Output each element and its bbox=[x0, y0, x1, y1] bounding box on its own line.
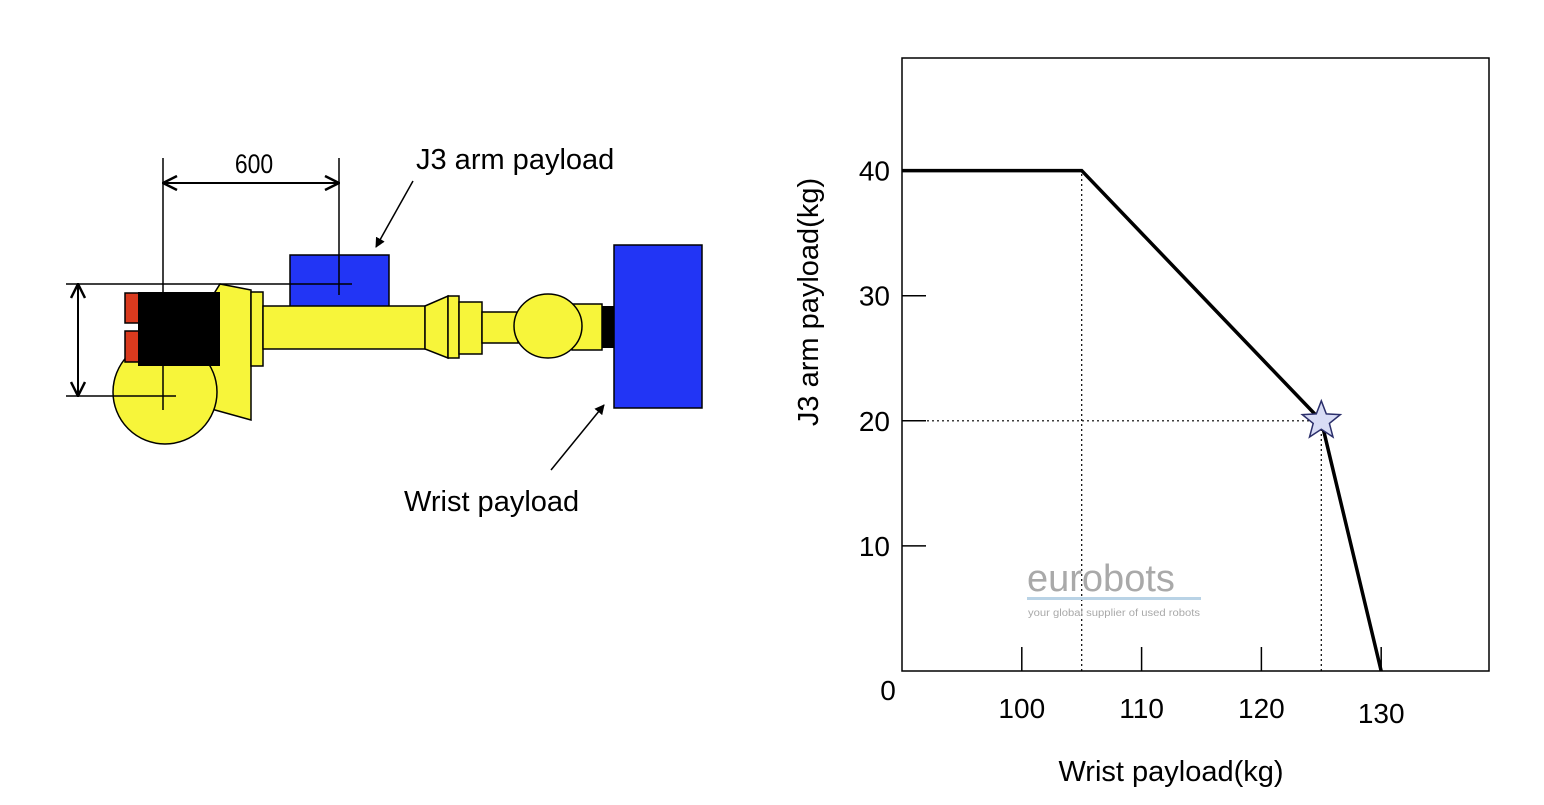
robot-diagram: 600 J3 arm payload Wrist payload bbox=[66, 144, 703, 518]
wrist-callout-arrow bbox=[550, 404, 605, 471]
robot-collar-2 bbox=[458, 301, 483, 355]
highlight-group bbox=[1300, 398, 1343, 439]
watermark-tagline: your global supplier of used robots bbox=[1028, 608, 1200, 619]
reference-lines bbox=[902, 170, 1322, 671]
robot-wrist-joint bbox=[513, 293, 583, 359]
x-axis-title: Wrist payload(kg) bbox=[1058, 756, 1283, 788]
x-axis-ticks: 100 110 120 130 bbox=[998, 647, 1405, 729]
robot-flange bbox=[602, 306, 614, 348]
y-tick-label-20: 20 bbox=[859, 406, 890, 437]
payload-chart: 100 110 120 130 10 20 30 40 0 Wrist payload(kg… bbox=[793, 57, 1490, 788]
y-tick-label-40: 40 bbox=[859, 156, 890, 187]
watermark-underline bbox=[1027, 597, 1201, 600]
y-tick-label-30: 30 bbox=[859, 281, 890, 312]
series-group bbox=[902, 168, 1383, 672]
j3-arm-payload-label: J3 arm payload bbox=[416, 144, 614, 176]
robot-motor-block bbox=[138, 292, 220, 366]
motor-lower bbox=[124, 330, 140, 363]
robot-wrist-link bbox=[481, 311, 519, 344]
y-axis-title: J3 arm payload(kg) bbox=[793, 178, 825, 426]
robot-forearm bbox=[262, 305, 426, 350]
y-axis-ticks: 10 20 30 40 bbox=[859, 156, 926, 562]
highlight-star-marker bbox=[1300, 398, 1343, 439]
motor-upper bbox=[124, 292, 140, 324]
x-tick-label-110: 110 bbox=[1119, 693, 1164, 724]
x-tick-label-120: 120 bbox=[1238, 693, 1285, 724]
wrist-payload-box bbox=[613, 244, 703, 409]
wrist-payload-label: Wrist payload bbox=[404, 486, 579, 518]
payload-limit-line-1 bbox=[902, 168, 1383, 672]
y-tick-label-10: 10 bbox=[859, 531, 890, 562]
origin-label: 0 bbox=[880, 675, 896, 706]
robot-collar-1 bbox=[447, 295, 460, 359]
robot-shoulder-plate bbox=[250, 291, 264, 367]
dimension-label: 600 bbox=[235, 149, 273, 179]
x-tick-label-130: 130 bbox=[1358, 698, 1405, 729]
x-tick-label-100: 100 bbox=[998, 693, 1045, 724]
j3-callout-arrow bbox=[375, 180, 414, 248]
robot-forearm-taper bbox=[424, 294, 449, 360]
watermark-brand: eurobots bbox=[1027, 558, 1175, 600]
plot-area-frame bbox=[901, 57, 1490, 672]
eurobots-watermark: eurobots your global supplier of used ro… bbox=[1027, 558, 1201, 619]
